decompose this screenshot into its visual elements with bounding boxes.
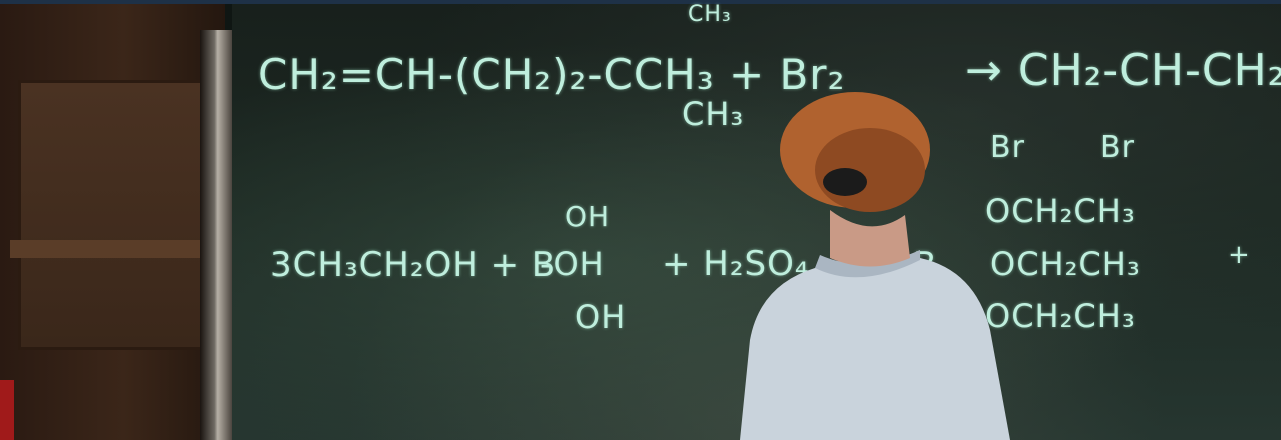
reaction1-bromine-1: Br	[990, 130, 1025, 165]
reaction1-branch-mid: CH₃ + Br₂	[633, 50, 846, 99]
reaction1-branch-top: CH₃	[688, 2, 732, 27]
teacher-collar	[815, 250, 920, 278]
reaction2-reactant: 3CH₃CH₂OH + B	[270, 245, 557, 285]
reaction2-trailing-plus: +	[1228, 240, 1251, 270]
teacher-shirt	[740, 255, 1010, 440]
teacher-neck	[830, 210, 910, 267]
top-border	[0, 0, 1281, 4]
reaction2-och-3: OCH₂CH₃	[985, 297, 1136, 335]
reaction2-acid: + H₂SO₄	[662, 244, 810, 284]
wooden-cabinet	[18, 80, 203, 350]
teacher-figure	[740, 92, 1010, 440]
reaction2-oh-bottom: OH	[575, 298, 627, 336]
red-object	[0, 380, 14, 440]
reaction1-bromine-2: Br	[1100, 130, 1135, 165]
reaction1-product: → CH₂-CH-CH₂	[965, 45, 1281, 96]
reaction2-och-2: OCH₂CH₃	[990, 245, 1141, 283]
teacher-hair-shade	[815, 128, 925, 212]
cabinet-shelf	[10, 240, 210, 258]
hair-clip-icon	[823, 168, 867, 196]
blackboard-frame	[200, 30, 232, 440]
reaction2-och-1: OCH₂CH₃	[985, 192, 1136, 230]
reaction2-oh-mid: -OH	[540, 245, 605, 283]
reaction1-chain: CH₂=CH-(CH₂)₂-C	[258, 50, 634, 99]
reaction1-branch-bottom: CH₃	[682, 95, 745, 133]
reaction2-oh-top: OH	[565, 200, 611, 233]
reaction1-reactant: CH₂=CH-(CH₂)₂-CCH₃ + Br₂	[258, 50, 845, 99]
